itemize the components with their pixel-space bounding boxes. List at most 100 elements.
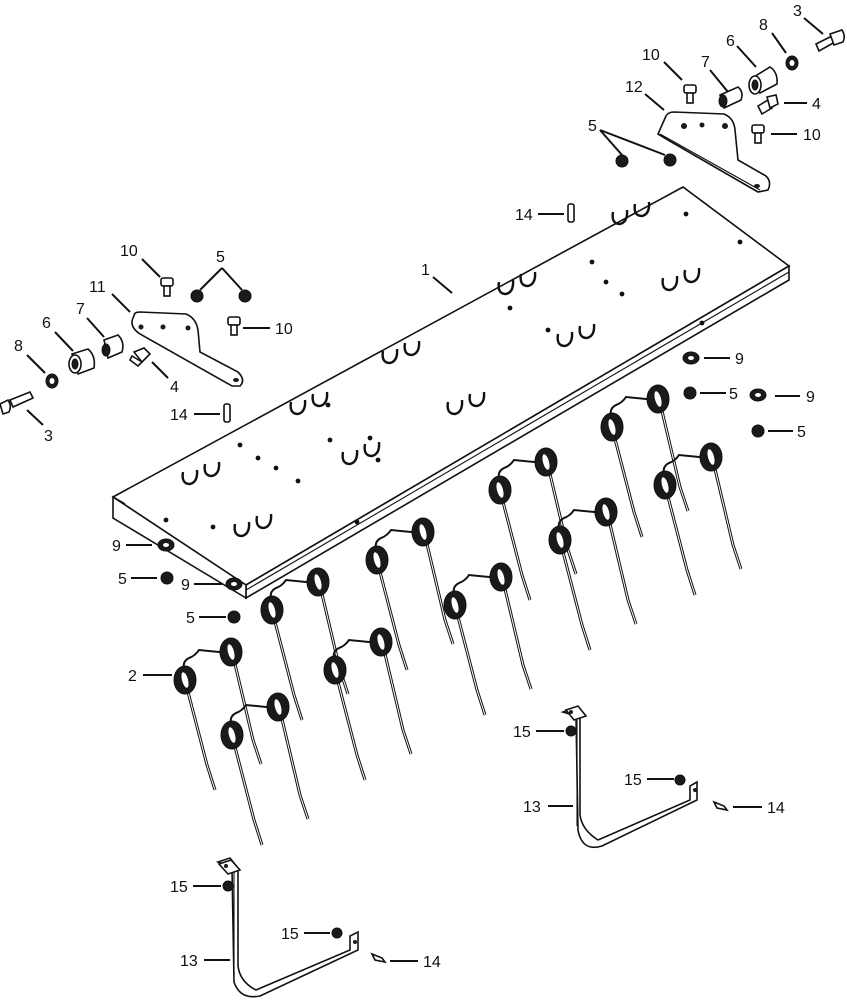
plate-hole [163, 517, 169, 523]
flanged-bushing[interactable] [68, 348, 96, 376]
double-coil-tine[interactable] [600, 384, 690, 538]
tine-guard-strap[interactable] [560, 705, 698, 849]
u-bolt-cutouts [181, 201, 701, 538]
tine-bar-plate[interactable] [111, 186, 791, 600]
tine-guard-strap[interactable] [215, 857, 359, 998]
spacer[interactable] [718, 86, 743, 110]
bolt[interactable] [751, 124, 765, 144]
callout-tr-washer: 8 [759, 17, 768, 34]
bolt[interactable] [160, 277, 174, 297]
right-bracket[interactable] [656, 111, 771, 193]
lock-nut[interactable] [683, 386, 697, 400]
spacer[interactable] [101, 334, 124, 360]
lock-nut[interactable] [160, 571, 174, 585]
u-cutout [341, 449, 359, 466]
u-cutout [468, 391, 486, 408]
flanged-bushing[interactable] [748, 66, 778, 95]
lock-nut[interactable] [238, 289, 252, 303]
flat-washer[interactable] [225, 577, 243, 591]
washer[interactable] [785, 55, 799, 71]
plate-hole [255, 455, 261, 461]
callout-ls-strap: 13 [180, 953, 198, 970]
callout-l-washer-1: 9 [112, 538, 121, 555]
plate-hole [699, 320, 705, 326]
plate-hole [273, 465, 279, 471]
double-coil-tine[interactable] [653, 442, 743, 596]
u-cutout [381, 348, 399, 365]
carriage-bolt[interactable] [370, 952, 387, 964]
bolt[interactable] [814, 29, 846, 53]
lock-nut[interactable] [190, 289, 204, 303]
plate-hole [375, 457, 381, 463]
callout-tl-nuts: 5 [216, 249, 225, 266]
u-cutout [403, 340, 421, 357]
flat-washer[interactable] [749, 388, 767, 402]
washer[interactable] [45, 373, 59, 389]
nut[interactable] [565, 725, 577, 737]
u-cutout [611, 209, 629, 226]
callout-tr-bracket: 12 [625, 79, 643, 96]
right-bracket-assembly [615, 29, 846, 193]
grease-fitting[interactable] [756, 94, 779, 116]
u-cutout [289, 399, 307, 416]
double-coil-tine[interactable] [365, 517, 455, 671]
u-cutout [255, 513, 273, 530]
double-coil-tine[interactable] [488, 447, 578, 601]
callout-ls-nut-mid: 15 [281, 926, 299, 943]
callout-r-washer-2: 9 [806, 389, 815, 406]
bolt[interactable] [227, 316, 241, 336]
callout-rs-bolt: 14 [767, 800, 785, 817]
plate-hole [507, 305, 513, 311]
nut[interactable] [222, 880, 234, 892]
plate-hole [325, 402, 331, 408]
nut[interactable] [674, 774, 686, 786]
double-coil-tine[interactable] [323, 627, 413, 781]
nut[interactable] [331, 927, 343, 939]
u-cutout [633, 201, 651, 218]
double-coil-tine[interactable] [260, 567, 350, 721]
lock-nut[interactable] [751, 424, 765, 438]
plate-hole [603, 279, 609, 285]
callout-tr-bolt-top: 10 [642, 47, 660, 64]
double-coil-tine[interactable] [443, 562, 533, 716]
callout-r-nut-1: 5 [729, 386, 738, 403]
u-cutout [311, 391, 329, 408]
plate-hole [237, 442, 243, 448]
callout-l-washer-2: 9 [181, 577, 190, 594]
u-cutout [578, 323, 596, 340]
callout-l-nut-2: 5 [186, 610, 195, 627]
u-cutout [661, 275, 679, 292]
double-coil-tine[interactable] [220, 692, 310, 846]
callout-ls-nut-top: 15 [170, 879, 188, 896]
callout-tr-bushing: 6 [726, 33, 735, 50]
left-bracket-assembly [0, 277, 252, 423]
callout-rs-nut-top: 15 [513, 724, 531, 741]
double-coil-tine[interactable] [173, 637, 263, 791]
lock-nut[interactable] [615, 154, 629, 168]
callout-r-nut-2: 5 [797, 424, 806, 441]
tines-group [173, 384, 743, 846]
carriage-bolt[interactable] [567, 203, 575, 223]
left-bracket[interactable] [131, 311, 244, 387]
lock-nut[interactable] [663, 153, 677, 167]
flat-washer[interactable] [157, 538, 175, 552]
u-cutout [181, 469, 199, 486]
callout-tl-spacer: 7 [76, 301, 85, 318]
lock-nut[interactable] [227, 610, 241, 624]
carriage-bolt[interactable] [712, 800, 729, 812]
plate-hole [367, 435, 373, 441]
callout-tl-bracket: 11 [89, 279, 106, 296]
carriage-bolt[interactable] [223, 403, 231, 423]
plate-hole [683, 211, 689, 217]
flat-washer[interactable] [682, 351, 700, 365]
callout-tl-carriage-bolt: 14 [170, 407, 188, 424]
callout-ls-bolt: 14 [423, 954, 441, 971]
callout-plate: 1 [421, 262, 430, 279]
plate-hole [545, 327, 551, 333]
callout-top-carriage-bolt: 14 [515, 207, 533, 224]
bolt[interactable] [683, 84, 697, 104]
grease-fitting[interactable] [128, 347, 152, 368]
bolt[interactable] [0, 390, 35, 416]
double-coil-tine[interactable] [548, 497, 638, 651]
